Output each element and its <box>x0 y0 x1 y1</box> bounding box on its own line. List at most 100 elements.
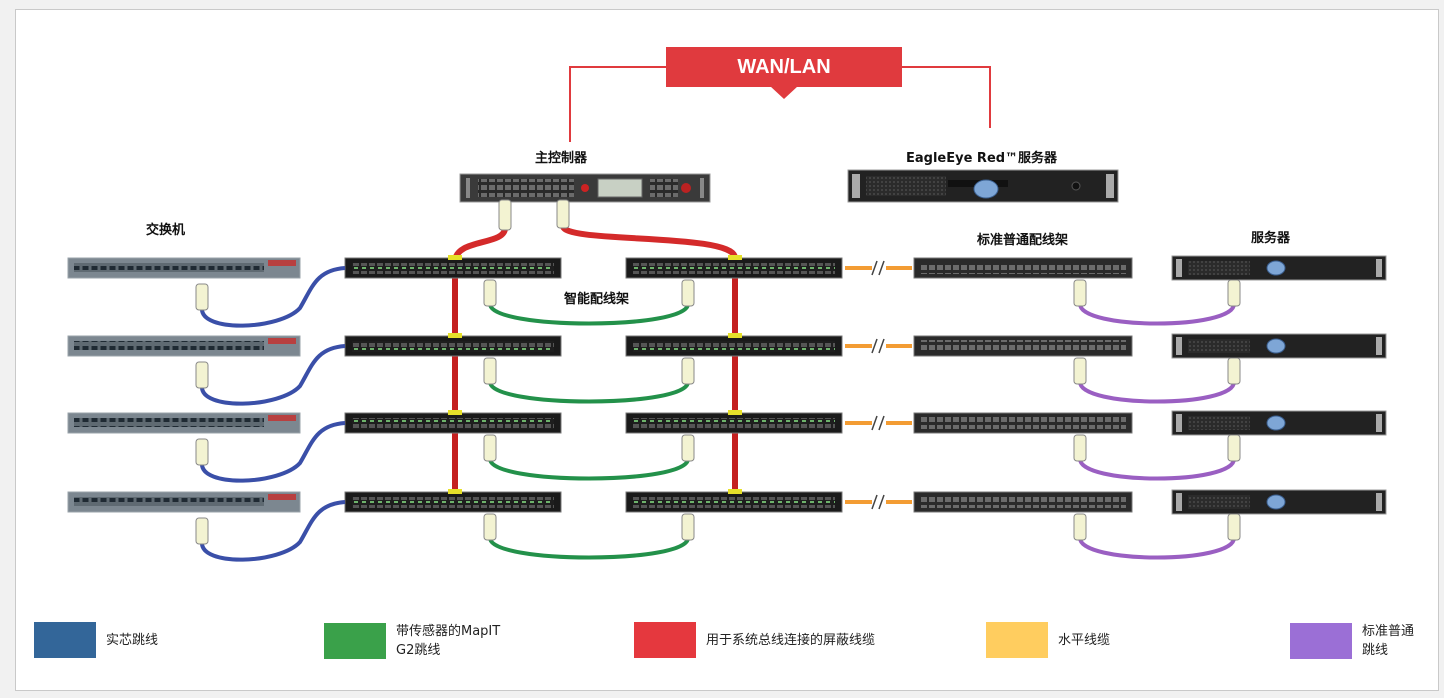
switch-ports <box>74 497 264 506</box>
switch-label-strip <box>268 338 296 344</box>
server-ear <box>1176 493 1182 511</box>
legend-swatch <box>634 622 696 658</box>
smart-panel-ports <box>633 418 835 429</box>
smart-panel-ports <box>352 263 554 274</box>
legend-label: 实芯跳线 <box>106 632 159 648</box>
bus-cables <box>452 270 738 496</box>
sensor-indicator <box>728 255 742 260</box>
switch-label-strip <box>268 494 296 500</box>
mapit-patch-cord <box>488 458 690 481</box>
patch-plug <box>195 517 209 545</box>
standard-patch-cord <box>1078 537 1236 560</box>
switch-label-strip <box>268 415 296 421</box>
server-vent <box>1188 416 1250 430</box>
patch-plug <box>681 357 695 385</box>
patch-plug <box>483 357 497 385</box>
switch-label: 交换机 <box>146 223 186 238</box>
server-vent <box>1188 261 1250 275</box>
legend-swatch <box>986 622 1048 658</box>
eagleeye-server-label: EagleEye Red™服务器 <box>906 151 1058 166</box>
server-ear <box>1176 337 1182 355</box>
mapit-patch-cord <box>488 537 690 560</box>
smart-panel-ports <box>352 497 554 508</box>
standard-patch-cord <box>1078 381 1236 404</box>
wan-lan-banner: WAN/LAN <box>666 47 902 87</box>
legend-standard-patch: 标准普通 跳线 <box>1290 622 1414 660</box>
switch-ports <box>74 418 264 427</box>
smart-panel-ports <box>633 341 835 352</box>
patch-plug <box>1073 357 1087 385</box>
server-ear <box>1176 259 1182 277</box>
smart-panel-ports <box>633 497 835 508</box>
patch-plug <box>1073 513 1087 541</box>
sensor-indicator <box>728 410 742 415</box>
patch-plug <box>195 283 209 311</box>
cable-break-symbol <box>871 415 885 431</box>
legend-swatch <box>34 622 96 658</box>
sensor-indicator <box>728 489 742 494</box>
smart-panel-label: 智能配线架 <box>564 292 630 307</box>
server-bezel <box>1266 338 1286 354</box>
legend-swatch <box>1290 623 1352 659</box>
mapit-patch-cord <box>488 381 690 404</box>
rack-rows <box>67 255 1387 562</box>
smart-panel-ports <box>633 263 835 274</box>
patch-plug <box>483 513 497 541</box>
legend-bus-cable: 用于系统总线连接的屏蔽线缆 <box>634 622 875 658</box>
main-controller-device <box>459 173 711 203</box>
server-ear <box>1376 414 1382 432</box>
solid-patch-cord <box>200 266 346 328</box>
server-vent <box>1188 339 1250 353</box>
standard-panel-label: 标准普通配线架 <box>977 233 1069 248</box>
smart-panel-ports <box>352 418 554 429</box>
sensor-indicator <box>728 333 742 338</box>
smart-panel-ports <box>352 341 554 352</box>
solid-patch-cord <box>200 344 346 406</box>
cable-break-symbol <box>871 494 885 510</box>
patch-plug <box>681 279 695 307</box>
mapit-patch-cord <box>488 303 690 326</box>
sensor-indicator <box>448 333 462 338</box>
patch-plug <box>1073 279 1087 307</box>
server-bezel <box>1266 415 1286 431</box>
cable-break-symbol <box>871 338 885 354</box>
legend-horizontal: 水平线缆 <box>986 622 1110 658</box>
sensor-indicator <box>448 489 462 494</box>
patch-plug <box>1227 357 1241 385</box>
eagleeye-server-device <box>847 169 1119 203</box>
legend-solid-patch: 实芯跳线 <box>34 622 158 658</box>
standard-panel-ports <box>920 417 1126 429</box>
server-bezel <box>1266 260 1286 276</box>
patch-plug <box>195 438 209 466</box>
patch-plug <box>681 434 695 462</box>
standard-panel-ports <box>920 262 1126 274</box>
server-ear <box>1376 259 1382 277</box>
legend-mapit-patch: 带传感器的MapIT G2跳线 <box>324 622 500 660</box>
solid-patch-cord <box>200 500 346 562</box>
patch-plug <box>483 279 497 307</box>
standard-patch-cord <box>1078 303 1236 326</box>
standard-panel-ports <box>920 496 1126 508</box>
standard-panel-ports <box>920 340 1126 352</box>
server-bezel <box>1266 494 1286 510</box>
main-controller-label: 主控制器 <box>535 151 588 166</box>
switch-ports <box>74 341 264 350</box>
wan-bracket <box>569 66 991 142</box>
patch-plug <box>1227 513 1241 541</box>
wan-pointer <box>770 86 798 99</box>
standard-patch-cord <box>1078 458 1236 481</box>
patch-plug <box>1227 434 1241 462</box>
switch-label-strip <box>268 260 296 266</box>
legend-label: 标准普通 跳线 <box>1362 624 1415 658</box>
legend-label: 用于系统总线连接的屏蔽线缆 <box>706 632 876 648</box>
server-label: 服务器 <box>1251 231 1291 246</box>
patch-plug <box>1073 434 1087 462</box>
sensor-indicator <box>448 410 462 415</box>
patch-plug <box>681 513 695 541</box>
legend-swatch <box>324 623 386 659</box>
legend-label: 水平线缆 <box>1058 632 1111 648</box>
server-ear <box>1376 337 1382 355</box>
server-vent <box>1188 495 1250 509</box>
solid-patch-cord <box>200 421 346 483</box>
